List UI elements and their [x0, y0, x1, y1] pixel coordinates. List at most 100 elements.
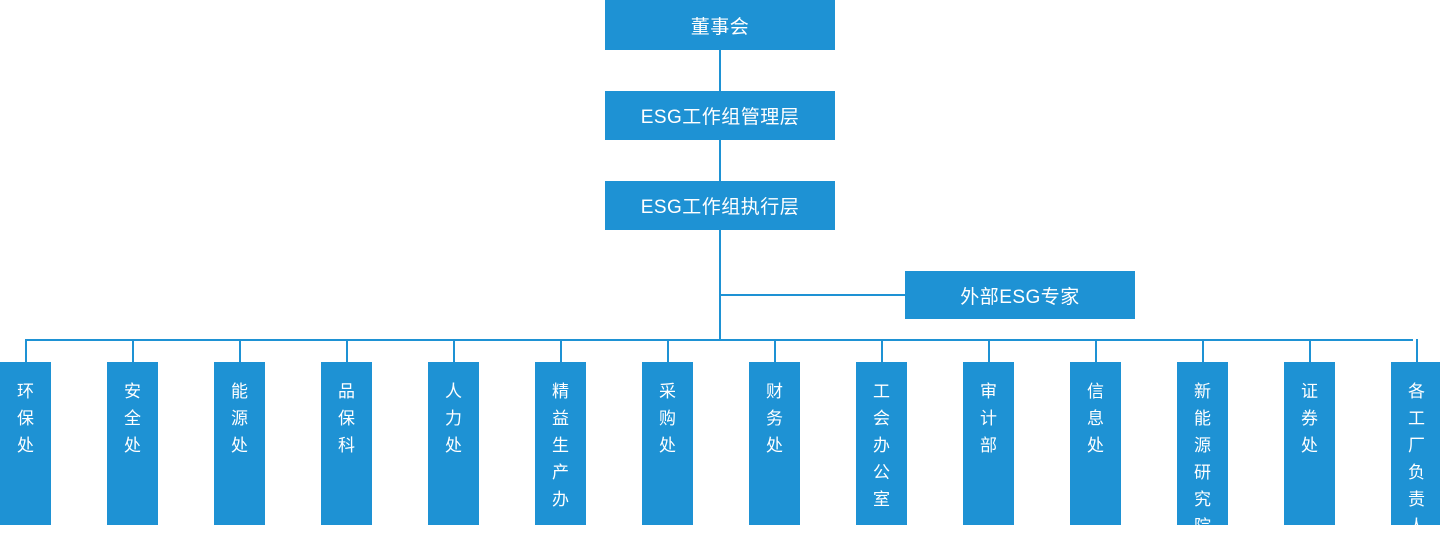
node-department-label-char: 购 — [659, 409, 676, 428]
node-department[interactable]: 各工厂负责人 — [1391, 362, 1440, 535]
node-execution-label: ESG工作组执行层 — [640, 197, 800, 218]
node-department-label-char: 室 — [873, 490, 890, 509]
connector-bus-to-department — [1094, 339, 1097, 362]
node-department-label-char: 息 — [1087, 409, 1104, 428]
connector-bus-to-department — [24, 339, 27, 362]
node-department-label-char: 人 — [1408, 517, 1425, 535]
node-department-label: 审计部 — [980, 378, 997, 459]
node-department-label-char: 处 — [1087, 436, 1104, 455]
connector-bus-to-department — [559, 339, 562, 362]
node-department-label-char: 会 — [873, 409, 890, 428]
node-department-label-char: 处 — [124, 436, 141, 455]
node-department-label: 信息处 — [1087, 378, 1104, 459]
node-department-label: 各工厂负责人 — [1408, 378, 1425, 535]
connector-bus-to-department — [131, 339, 134, 362]
node-department[interactable]: 品保科 — [321, 362, 372, 525]
node-department-label-char: 精 — [552, 382, 569, 401]
node-board[interactable]: 董事会 — [605, 0, 835, 50]
node-department-label: 安全处 — [124, 378, 141, 459]
node-department-label-char: 人 — [445, 382, 462, 401]
node-external-expert-label: 外部ESG专家 — [960, 286, 1080, 308]
node-department[interactable]: 信息处 — [1070, 362, 1121, 525]
node-department-label: 人力处 — [445, 378, 462, 459]
connector-bus-to-department — [880, 339, 883, 362]
node-department-label-char: 能 — [1194, 409, 1211, 428]
node-department-label-char: 计 — [980, 409, 997, 428]
node-department-label-char: 财 — [766, 382, 783, 401]
node-department-label-char: 信 — [1087, 382, 1104, 401]
node-department-label-char: 部 — [980, 436, 997, 455]
connector-bus-to-department — [666, 339, 669, 362]
node-department-label-char: 工 — [1408, 409, 1425, 428]
node-department-label-char: 新 — [1194, 382, 1211, 401]
connector-bus-to-department — [1415, 339, 1418, 362]
node-department[interactable]: 能源处 — [214, 362, 265, 525]
node-department[interactable]: 采购处 — [642, 362, 693, 525]
connector-bus-to-department — [987, 339, 990, 362]
node-department-label-char: 工 — [873, 382, 890, 401]
node-department-label-char: 生 — [552, 436, 569, 455]
node-management-label: ESG工作组管理层 — [640, 107, 800, 128]
node-department-label-char: 处 — [659, 436, 676, 455]
connector-management-to-execution — [719, 140, 721, 181]
node-department-label-char: 保 — [338, 409, 355, 428]
connector-bus-to-department — [1201, 339, 1204, 362]
node-department[interactable]: 财务处 — [749, 362, 800, 525]
node-department[interactable]: 环保处 — [0, 362, 51, 525]
node-external-expert[interactable]: 外部ESG专家 — [905, 271, 1135, 319]
node-department[interactable]: 工会办公室 — [856, 362, 907, 525]
node-department-label-char: 公 — [873, 463, 890, 482]
node-department[interactable]: 新能源研究院 — [1177, 362, 1228, 535]
node-department-label-char: 处 — [445, 436, 462, 455]
node-department-label-char: 研 — [1194, 463, 1211, 482]
node-department-label: 证券处 — [1301, 378, 1318, 459]
department-bus-line — [25, 339, 1413, 341]
node-department-label-char: 源 — [1194, 436, 1211, 455]
node-department-label-char: 环 — [17, 382, 34, 401]
node-department-label: 新能源研究院 — [1194, 378, 1211, 535]
node-department[interactable]: 安全处 — [107, 362, 158, 525]
node-department[interactable]: 证券处 — [1284, 362, 1335, 525]
node-department-label-char: 能 — [231, 382, 248, 401]
node-department-label-char: 券 — [1301, 409, 1318, 428]
node-management[interactable]: ESG工作组管理层 — [605, 91, 835, 140]
node-department[interactable]: 审计部 — [963, 362, 1014, 525]
node-department-label-char: 品 — [338, 382, 355, 401]
connector-execution-trunk — [719, 230, 721, 340]
node-department-label: 工会办公室 — [873, 378, 890, 513]
node-department-label-char: 产 — [552, 463, 569, 482]
node-department-label-char: 院 — [1194, 517, 1211, 535]
connector-bus-to-department — [345, 339, 348, 362]
node-department-label-char: 各 — [1408, 382, 1425, 401]
connector-bus-to-department — [452, 339, 455, 362]
node-execution[interactable]: ESG工作组执行层 — [605, 181, 835, 230]
node-department-label: 精益生产办 — [552, 378, 569, 513]
node-department-label-char: 负 — [1408, 463, 1425, 482]
node-department-label-char: 责 — [1408, 490, 1425, 509]
connector-bus-to-department — [773, 339, 776, 362]
node-department-label-char: 办 — [873, 436, 890, 455]
node-department-label-char: 源 — [231, 409, 248, 428]
node-department-label-char: 审 — [980, 382, 997, 401]
node-department-label-char: 处 — [766, 436, 783, 455]
node-department-label: 财务处 — [766, 378, 783, 459]
connector-bus-to-department — [238, 339, 241, 362]
node-department-label-char: 究 — [1194, 490, 1211, 509]
node-department-label-char: 证 — [1301, 382, 1318, 401]
node-department-label-char: 处 — [231, 436, 248, 455]
node-department-label-char: 厂 — [1408, 436, 1425, 455]
node-department-label: 品保科 — [338, 378, 355, 459]
node-department-label: 环保处 — [17, 378, 34, 459]
node-department-label-char: 全 — [124, 409, 141, 428]
node-department-label-char: 采 — [659, 382, 676, 401]
node-department-label-char: 处 — [1301, 436, 1318, 455]
node-department-label-char: 保 — [17, 409, 34, 428]
node-department[interactable]: 人力处 — [428, 362, 479, 525]
node-department[interactable]: 精益生产办 — [535, 362, 586, 525]
connector-board-to-management — [719, 50, 721, 91]
node-department-label-char: 务 — [766, 409, 783, 428]
node-department-label-char: 安 — [124, 382, 141, 401]
node-department-label-char: 科 — [338, 436, 355, 455]
node-department-label: 能源处 — [231, 378, 248, 459]
